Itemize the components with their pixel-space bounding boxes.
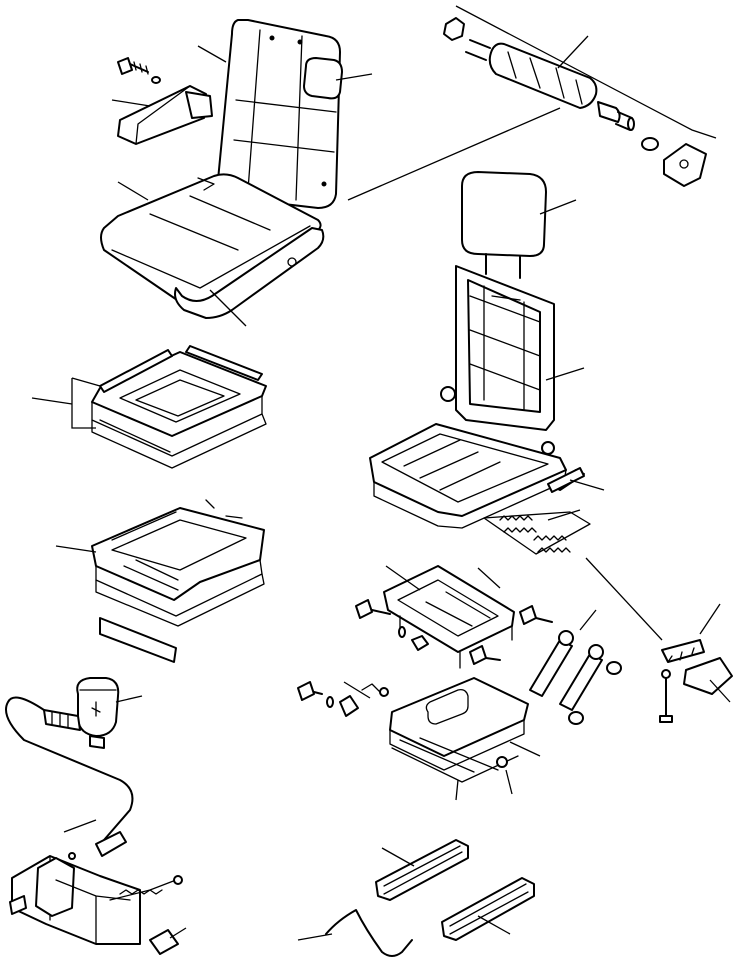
armrest-shaft-assembly (443, 17, 707, 187)
shock-absorbers (529, 630, 604, 711)
seat-base-tray (91, 499, 265, 663)
suspension-upper-frame (383, 565, 515, 669)
bolts-nuts (297, 599, 622, 725)
slide-rail-right (441, 877, 535, 941)
spring-set (483, 511, 591, 555)
recline-lever (547, 467, 585, 493)
slide-rail-left (375, 839, 469, 901)
lever-knob (43, 677, 120, 749)
seat-side-cover (174, 227, 325, 319)
seat-frame (369, 265, 585, 529)
seat-pan-stack (91, 345, 267, 469)
leader-lines (31, 5, 731, 941)
headrest-pad (303, 57, 343, 100)
headrest (461, 171, 547, 279)
suspension-base (389, 677, 529, 783)
bracket-right (659, 639, 733, 723)
return-spring-wire (325, 909, 413, 957)
armrest-bracket-assembly (117, 57, 213, 145)
slide-lever-assembly (5, 696, 183, 955)
